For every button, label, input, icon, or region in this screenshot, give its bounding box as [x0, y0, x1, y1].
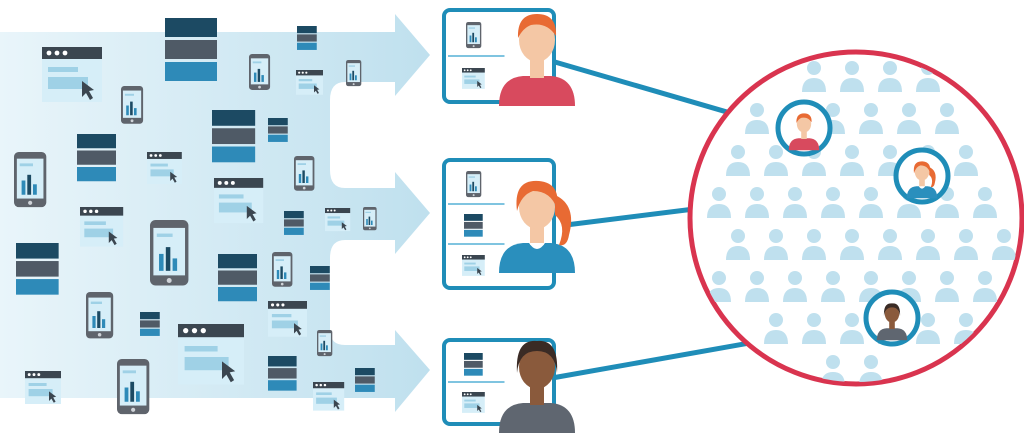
crowd-person-icon: [840, 229, 864, 260]
highlight-male-bubble: [775, 99, 833, 157]
female-red-hair-icon: [499, 180, 575, 273]
crowd-person-icon: [916, 229, 940, 260]
smartphone-icon: [14, 152, 47, 208]
smartphone-icon: [117, 359, 150, 415]
smartphone-icon: [150, 220, 189, 286]
server-stack-icon: [212, 110, 256, 163]
crowd-person-icon: [859, 355, 883, 382]
flow-arrow-middle: [0, 170, 430, 280]
browser-window-icon: [462, 392, 485, 413]
smartphone-icon: [272, 252, 293, 287]
crowd-person-icon: [783, 271, 807, 302]
crowd-person-icon: [764, 229, 788, 260]
browser-window-icon: [147, 152, 182, 184]
crowd-person-icon: [973, 187, 997, 218]
crowd-person-icon: [973, 271, 997, 302]
crowd-person-icon: [821, 271, 845, 302]
browser-window-icon: [178, 324, 244, 385]
crowd-person-icon: [992, 229, 1016, 260]
crowd-person-icon: [878, 61, 902, 92]
browser-window-icon: [25, 371, 61, 404]
audience-crowd-icon: [687, 49, 1024, 387]
highlight-dark-bubble: [863, 289, 921, 347]
male-red-hair-icon: [788, 113, 820, 151]
crowd-person-icon: [859, 187, 883, 218]
server-stack-icon: [355, 368, 375, 392]
male-red-hair-icon: [499, 14, 575, 106]
crowd-person-icon: [954, 145, 978, 176]
crowd-person-icon: [935, 103, 959, 134]
server-stack-icon: [140, 312, 160, 336]
dark-skin-user-profile: [442, 338, 575, 433]
server-stack-icon: [464, 353, 483, 376]
server-stack-icon: [268, 356, 297, 391]
server-stack-icon: [297, 26, 317, 50]
smartphone-icon: [346, 60, 362, 87]
server-stack-icon: [218, 254, 257, 302]
server-stack-icon: [268, 118, 288, 142]
crowd-person-icon: [935, 271, 959, 302]
crowd-person-icon: [726, 145, 750, 176]
browser-window-icon: [462, 68, 485, 89]
server-stack-icon: [16, 243, 59, 295]
server-stack-icon: [284, 211, 304, 235]
smartphone-icon: [121, 86, 144, 124]
dark-skin-person-icon: [499, 340, 575, 433]
browser-window-icon: [214, 178, 264, 224]
browser-window-icon: [296, 70, 323, 95]
crowd-person-icon: [840, 313, 864, 344]
server-stack-icon: [165, 18, 217, 81]
browser-window-icon: [80, 207, 124, 247]
smartphone-icon: [466, 22, 482, 49]
server-stack-icon: [310, 266, 330, 290]
crowd-person-icon: [745, 103, 769, 134]
female-red-hair-icon: [906, 161, 938, 199]
browser-window-icon: [325, 208, 351, 232]
crowd-person-icon: [745, 187, 769, 218]
browser-window-icon: [313, 382, 345, 411]
browser-window-icon: [42, 47, 102, 102]
male-user-profile: [442, 8, 575, 106]
smartphone-icon: [249, 54, 271, 90]
crowd-person-icon: [821, 355, 845, 382]
crowd-person-icon: [764, 313, 788, 344]
crowd-person-icon: [707, 187, 731, 218]
dark-skin-person-icon: [876, 303, 908, 341]
smartphone-icon: [317, 330, 333, 357]
browser-window-icon: [462, 255, 485, 276]
crowd-person-icon: [859, 103, 883, 134]
crowd-person-icon: [935, 187, 959, 218]
crowd-person-icon: [840, 61, 864, 92]
crowd-person-icon: [745, 271, 769, 302]
female-user-profile: [442, 158, 575, 290]
smartphone-icon: [294, 156, 315, 191]
highlight-female-bubble: [893, 147, 951, 205]
smartphone-icon: [466, 171, 482, 198]
server-stack-icon: [77, 134, 116, 182]
crowd-person-icon: [821, 187, 845, 218]
crowd-person-icon: [897, 103, 921, 134]
smartphone-icon: [363, 207, 377, 231]
crowd-person-icon: [802, 313, 826, 344]
crowd-person-icon: [783, 187, 807, 218]
crowd-person-icon: [840, 145, 864, 176]
crowd-person-icon: [802, 229, 826, 260]
crowd-person-icon: [802, 61, 826, 92]
flow-arrow-top: [0, 14, 430, 170]
server-stack-icon: [464, 214, 483, 237]
crowd-person-icon: [916, 313, 940, 344]
crowd-person-icon: [764, 145, 788, 176]
device-icon-field: [14, 18, 377, 415]
browser-window-icon: [268, 301, 307, 337]
smartphone-icon: [86, 292, 114, 339]
crowd-person-icon: [878, 229, 902, 260]
crowd-person-icon: [954, 229, 978, 260]
crowd-person-icon: [726, 229, 750, 260]
